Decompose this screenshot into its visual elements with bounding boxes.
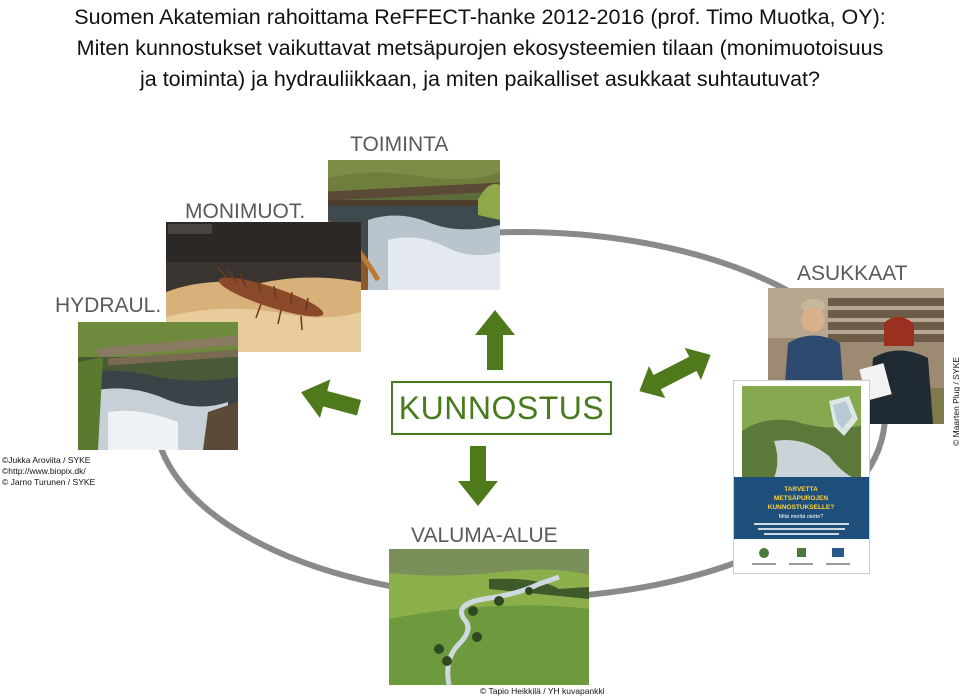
arrow-left	[301, 379, 362, 419]
brochure-image: TARVETTA METSÄPUROJEN KUNNOSTUKSELLE? Mi…	[733, 380, 870, 574]
center-label: KUNNOSTUS	[398, 389, 605, 426]
label-hydraul: HYDRAUL.	[55, 294, 162, 317]
credit-left-3: © Jarno Turunen / SYKE	[2, 477, 96, 487]
photo-hydraul	[78, 322, 238, 450]
label-asukkaat: ASUKKAAT	[797, 262, 908, 285]
credit-left-1: ©Jukka Aroviita / SYKE	[2, 455, 91, 465]
title-line-2: Miten kunnostukset vaikuttavat metsäpuro…	[76, 36, 884, 60]
center-kunnostus-box: KUNNOSTUS	[391, 381, 612, 435]
title-line-3: ja toiminta) ja hydrauliikkaan, ja miten…	[139, 67, 820, 91]
arrow-double-right	[639, 347, 711, 399]
arrow-down	[458, 446, 498, 506]
brochure-line-1: TARVETTA	[784, 486, 818, 493]
credit-right-vertical-wrapper: © Maarten Plug / SYKE	[939, 336, 960, 446]
brochure-line-3: KUNNOSTUKSELLE?	[768, 504, 834, 511]
page-title: Suomen Akatemian rahoittama ReFFECT-hank…	[0, 2, 960, 95]
title-line-1: Suomen Akatemian rahoittama ReFFECT-hank…	[74, 5, 886, 29]
brochure-line-2: METSÄPUROJEN	[774, 494, 828, 502]
credit-bottom: © Tapio Heikkilä / YH kuvapankki	[480, 686, 605, 696]
brochure-line-4: Mitä mieltä olette?	[779, 514, 824, 520]
arrow-up	[475, 310, 515, 370]
photo-valuma	[389, 549, 589, 685]
credit-left-2: ©http://www.biopix.dk/	[2, 466, 86, 476]
credits-left: ©Jukka Aroviita / SYKE ©http://www.biopi…	[2, 455, 95, 488]
credit-right-vertical: © Maarten Plug / SYKE	[951, 357, 960, 446]
label-toiminta: TOIMINTA	[350, 133, 449, 156]
label-valuma-alue: VALUMA-ALUE	[411, 524, 558, 547]
label-monimuot: MONIMUOT.	[185, 200, 306, 223]
